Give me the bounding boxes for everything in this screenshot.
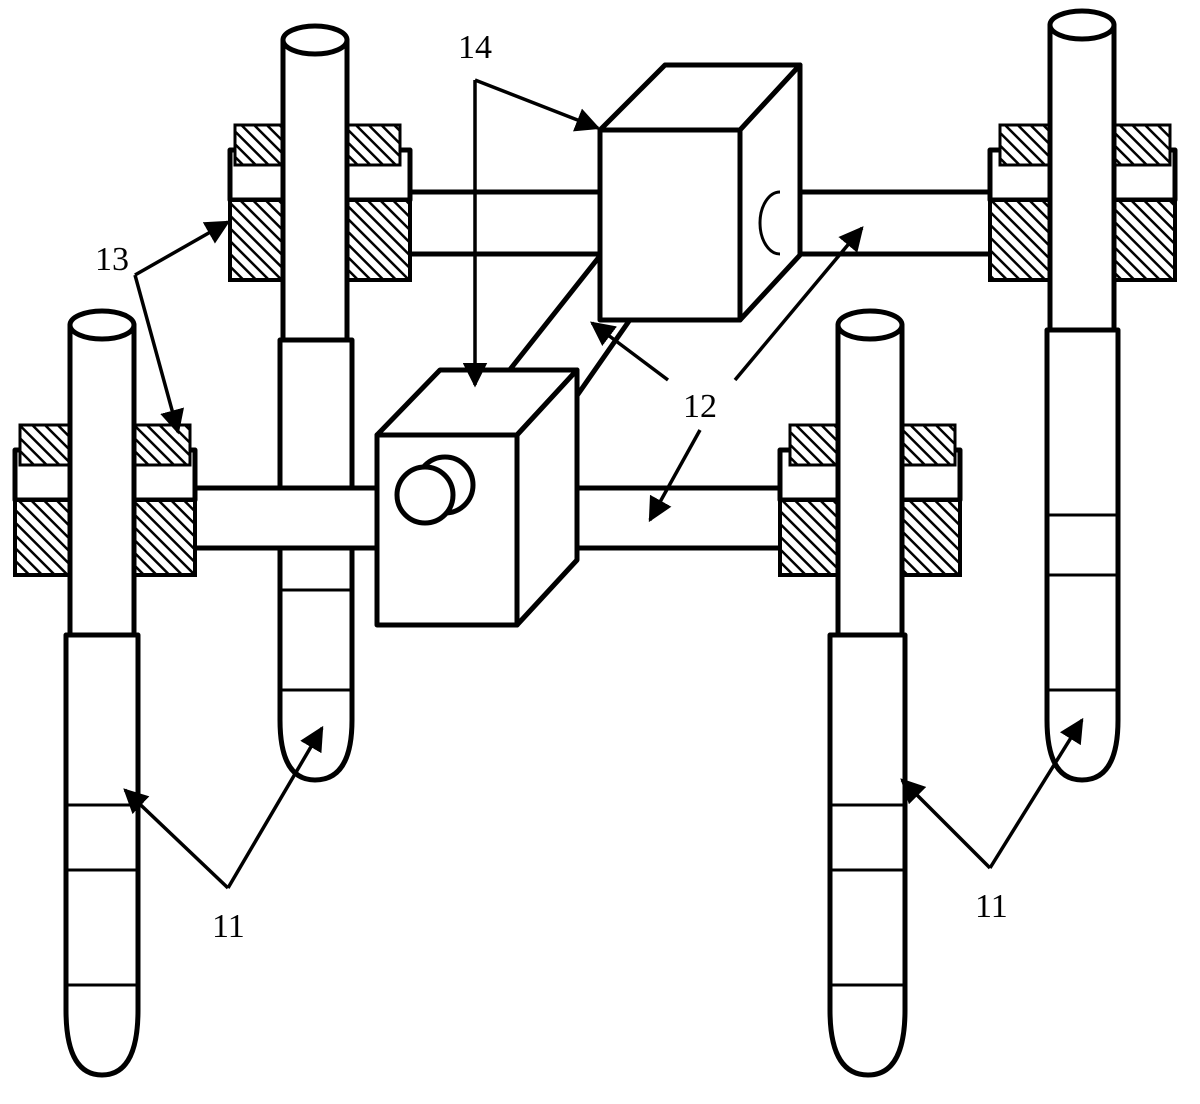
leg-rear-right <box>987 8 1178 783</box>
label-14: 14 <box>458 29 492 66</box>
callout-arrows-11-right <box>900 717 1084 870</box>
leg-rear-left <box>227 23 413 783</box>
label-13: 13 <box>95 241 129 278</box>
callout-arrows-11-left <box>123 725 324 890</box>
label-12: 12 <box>683 388 717 425</box>
block-upper <box>597 62 803 323</box>
rod-rear-left <box>397 189 608 257</box>
leg-front-left <box>12 308 198 1078</box>
block-lower <box>374 367 580 628</box>
callout-arrows-14 <box>462 78 601 388</box>
label-11-left: 11 <box>212 908 245 945</box>
label-11-right: 11 <box>975 888 1008 925</box>
leg-front-right <box>777 308 963 1078</box>
callout-arrows-12 <box>590 226 864 523</box>
rod-front-left <box>187 485 388 551</box>
callout-arrows-13 <box>133 220 231 435</box>
